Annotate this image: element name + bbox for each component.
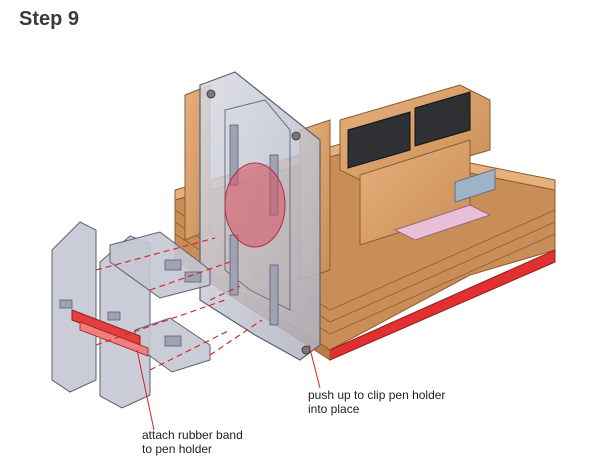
rubber-band-callout-line2: to pen holder (142, 442, 213, 456)
rubber-band-callout-line1: attach rubber band (142, 428, 243, 442)
pen-holder-parts (51, 221, 211, 409)
leader-lines (136, 344, 321, 431)
motor-housing (339, 84, 496, 246)
rubber-band (71, 309, 149, 357)
push-up-callout: push up to clip pen holder into place (308, 388, 508, 416)
step-title: Step 9 (19, 8, 80, 30)
push-up-callout-line2: into place (308, 402, 360, 416)
alignment-guides (95, 237, 263, 371)
push-up-callout-line1: push up to clip pen holder (308, 388, 446, 402)
acrylic-carriage-plate (199, 71, 321, 361)
rubber-band-callout: attach rubber band to pen holder (142, 428, 302, 456)
